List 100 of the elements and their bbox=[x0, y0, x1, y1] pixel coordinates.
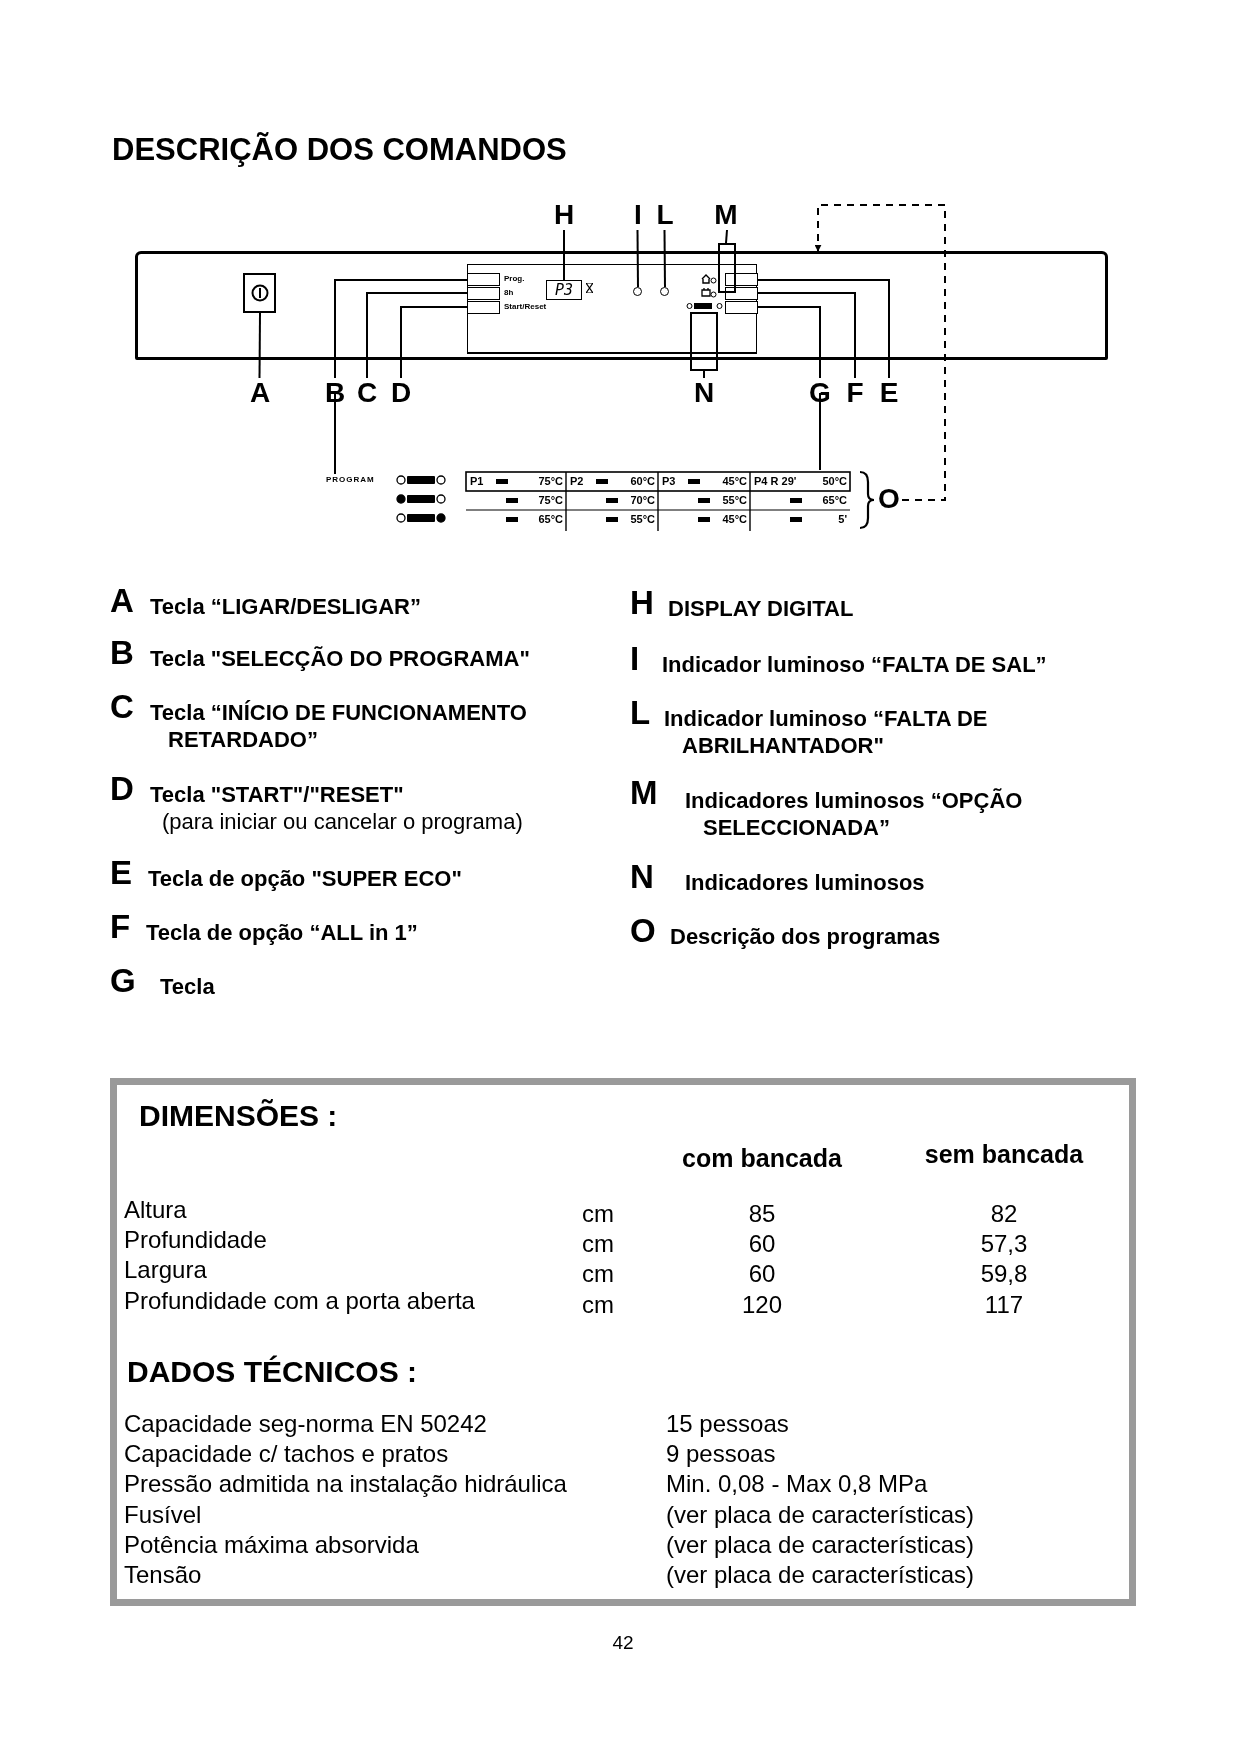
table-text: (ver placa de características) bbox=[666, 1560, 976, 1590]
table-text: Profundidade bbox=[124, 1225, 268, 1256]
legend-letter: E bbox=[110, 856, 133, 890]
table-text: 9 pessoas bbox=[666, 1439, 777, 1470]
column-header: sem bancada bbox=[923, 1139, 1085, 1169]
leader-line bbox=[636, 229, 639, 288]
panel-button bbox=[467, 273, 500, 286]
description-text: DISPLAY DIGITAL bbox=[668, 595, 855, 622]
digital-display: P3 bbox=[546, 280, 582, 300]
table-text: 60 bbox=[747, 1259, 777, 1290]
description-text: Indicadores luminosos bbox=[685, 869, 926, 896]
leader-line bbox=[757, 306, 821, 379]
column-header: com bancada bbox=[681, 1143, 843, 1173]
row-caption: PROGRAM bbox=[326, 475, 375, 484]
temperature-value: 60°C bbox=[629, 474, 655, 489]
bracket bbox=[690, 312, 718, 371]
callout-letter: G bbox=[808, 378, 832, 408]
callout-letter: N bbox=[692, 378, 716, 408]
temperature-value: 55°C bbox=[629, 512, 655, 527]
legend-letter: F bbox=[110, 910, 132, 944]
table-text: Largura bbox=[124, 1255, 208, 1286]
table-text: Fusível bbox=[124, 1499, 203, 1530]
table-text: 82 bbox=[989, 1199, 1019, 1229]
table-text: cm bbox=[582, 1289, 615, 1320]
panel-button bbox=[467, 301, 500, 314]
temperature-value: 45°C bbox=[721, 474, 747, 489]
table-text: Potência máxima absorvida bbox=[124, 1529, 420, 1560]
table-text: Capacidade c/ tachos e pratos bbox=[124, 1439, 450, 1470]
panel-button bbox=[467, 287, 500, 300]
panel-button bbox=[725, 301, 758, 314]
temperature-value: 55°C bbox=[721, 493, 747, 508]
description-text: Tecla “LIGAR/DESLIGAR” bbox=[150, 593, 422, 620]
callout-letter: B bbox=[323, 378, 347, 408]
description-text: Tecla de opção “ALL in 1” bbox=[146, 919, 419, 946]
temperature-value: 65°C bbox=[537, 512, 563, 527]
description-text: Tecla de opção "SUPER ECO" bbox=[148, 865, 463, 892]
table-text: Altura bbox=[124, 1195, 188, 1225]
program-number: P1 bbox=[470, 474, 485, 489]
button-caption: 8h bbox=[504, 287, 514, 299]
leader-line bbox=[334, 392, 336, 471]
callout-letter: O bbox=[876, 484, 902, 516]
table-text: Profundidade com a porta aberta bbox=[124, 1285, 476, 1316]
callout-letter: C bbox=[355, 378, 379, 408]
table-text: Capacidade seg-norma EN 50242 bbox=[124, 1409, 488, 1439]
table-text: 60 bbox=[747, 1229, 777, 1260]
callout-letter: D bbox=[389, 378, 413, 408]
description-text: Tecla “INÍCIO DE FUNCIONAMENTO RETARDADO” bbox=[150, 699, 528, 753]
table-text: 59,8 bbox=[979, 1259, 1029, 1290]
leader-line bbox=[334, 279, 468, 379]
leader-line bbox=[703, 370, 705, 379]
leader-line bbox=[400, 306, 468, 379]
program-number: P2 bbox=[570, 474, 585, 489]
leader-line bbox=[819, 392, 821, 471]
leader-line bbox=[757, 279, 890, 379]
panel-button bbox=[725, 273, 758, 286]
legend-letter: D bbox=[110, 772, 135, 806]
legend-letter: B bbox=[110, 636, 135, 670]
callout-letter: I bbox=[628, 200, 648, 230]
program-number: P3 bbox=[662, 474, 677, 489]
callout-letter: L bbox=[654, 200, 676, 230]
temperature-value: 5' bbox=[837, 512, 847, 527]
description-note: (para iniciar ou cancelar o programa) bbox=[162, 808, 524, 835]
table-text: cm bbox=[582, 1259, 615, 1290]
temperature-value: 75°C bbox=[537, 474, 563, 489]
section-heading: DADOS TÉCNICOS : bbox=[127, 1357, 418, 1387]
legend-letter: H bbox=[630, 586, 655, 620]
legend-letter: C bbox=[110, 690, 135, 724]
section-heading: DIMENSÕES : bbox=[139, 1101, 339, 1131]
button-caption: Start/Reset bbox=[504, 301, 547, 313]
table-text: 15 pessoas bbox=[666, 1409, 790, 1439]
dashed-arrow bbox=[814, 204, 946, 501]
program-number: P4 R 29' bbox=[754, 474, 798, 489]
description-text: Indicador luminoso “FALTA DE SAL” bbox=[662, 651, 1048, 678]
legend-letter: N bbox=[630, 860, 655, 894]
callout-letter: F bbox=[843, 378, 867, 408]
description-text: Tecla bbox=[160, 973, 216, 1000]
description-text: Indicadores luminosos “OPÇÃO SELECCIONADA” bbox=[685, 787, 1024, 841]
table-text: cm bbox=[582, 1199, 615, 1229]
legend-letter: M bbox=[630, 776, 659, 810]
temperature-value: 75°C bbox=[537, 493, 563, 508]
control-panel bbox=[135, 251, 1108, 360]
legend-letter: I bbox=[630, 642, 641, 676]
power-button bbox=[243, 273, 276, 313]
temperature-value: 50°C bbox=[821, 474, 847, 489]
description-text: Descrição dos programas bbox=[670, 923, 942, 950]
leader-line bbox=[366, 292, 468, 379]
legend-letter: O bbox=[630, 914, 657, 948]
leader-line bbox=[663, 229, 666, 288]
leader-line bbox=[258, 312, 261, 379]
description-text: Indicador luminoso “FALTA DE ABRILHANTADOR" bbox=[664, 705, 989, 759]
table-text: (ver placa de características) bbox=[666, 1529, 976, 1560]
callout-letter: M bbox=[712, 200, 740, 230]
legend-letter: G bbox=[110, 964, 137, 998]
table-text: 120 bbox=[740, 1289, 783, 1320]
callout-letter: E bbox=[877, 378, 901, 408]
description-text: Tecla "START"/"RESET" bbox=[150, 781, 405, 808]
table-text: cm bbox=[582, 1229, 615, 1260]
button-caption: Prog. bbox=[504, 273, 525, 285]
leader-line bbox=[725, 229, 728, 244]
callout-letter: H bbox=[552, 200, 576, 230]
